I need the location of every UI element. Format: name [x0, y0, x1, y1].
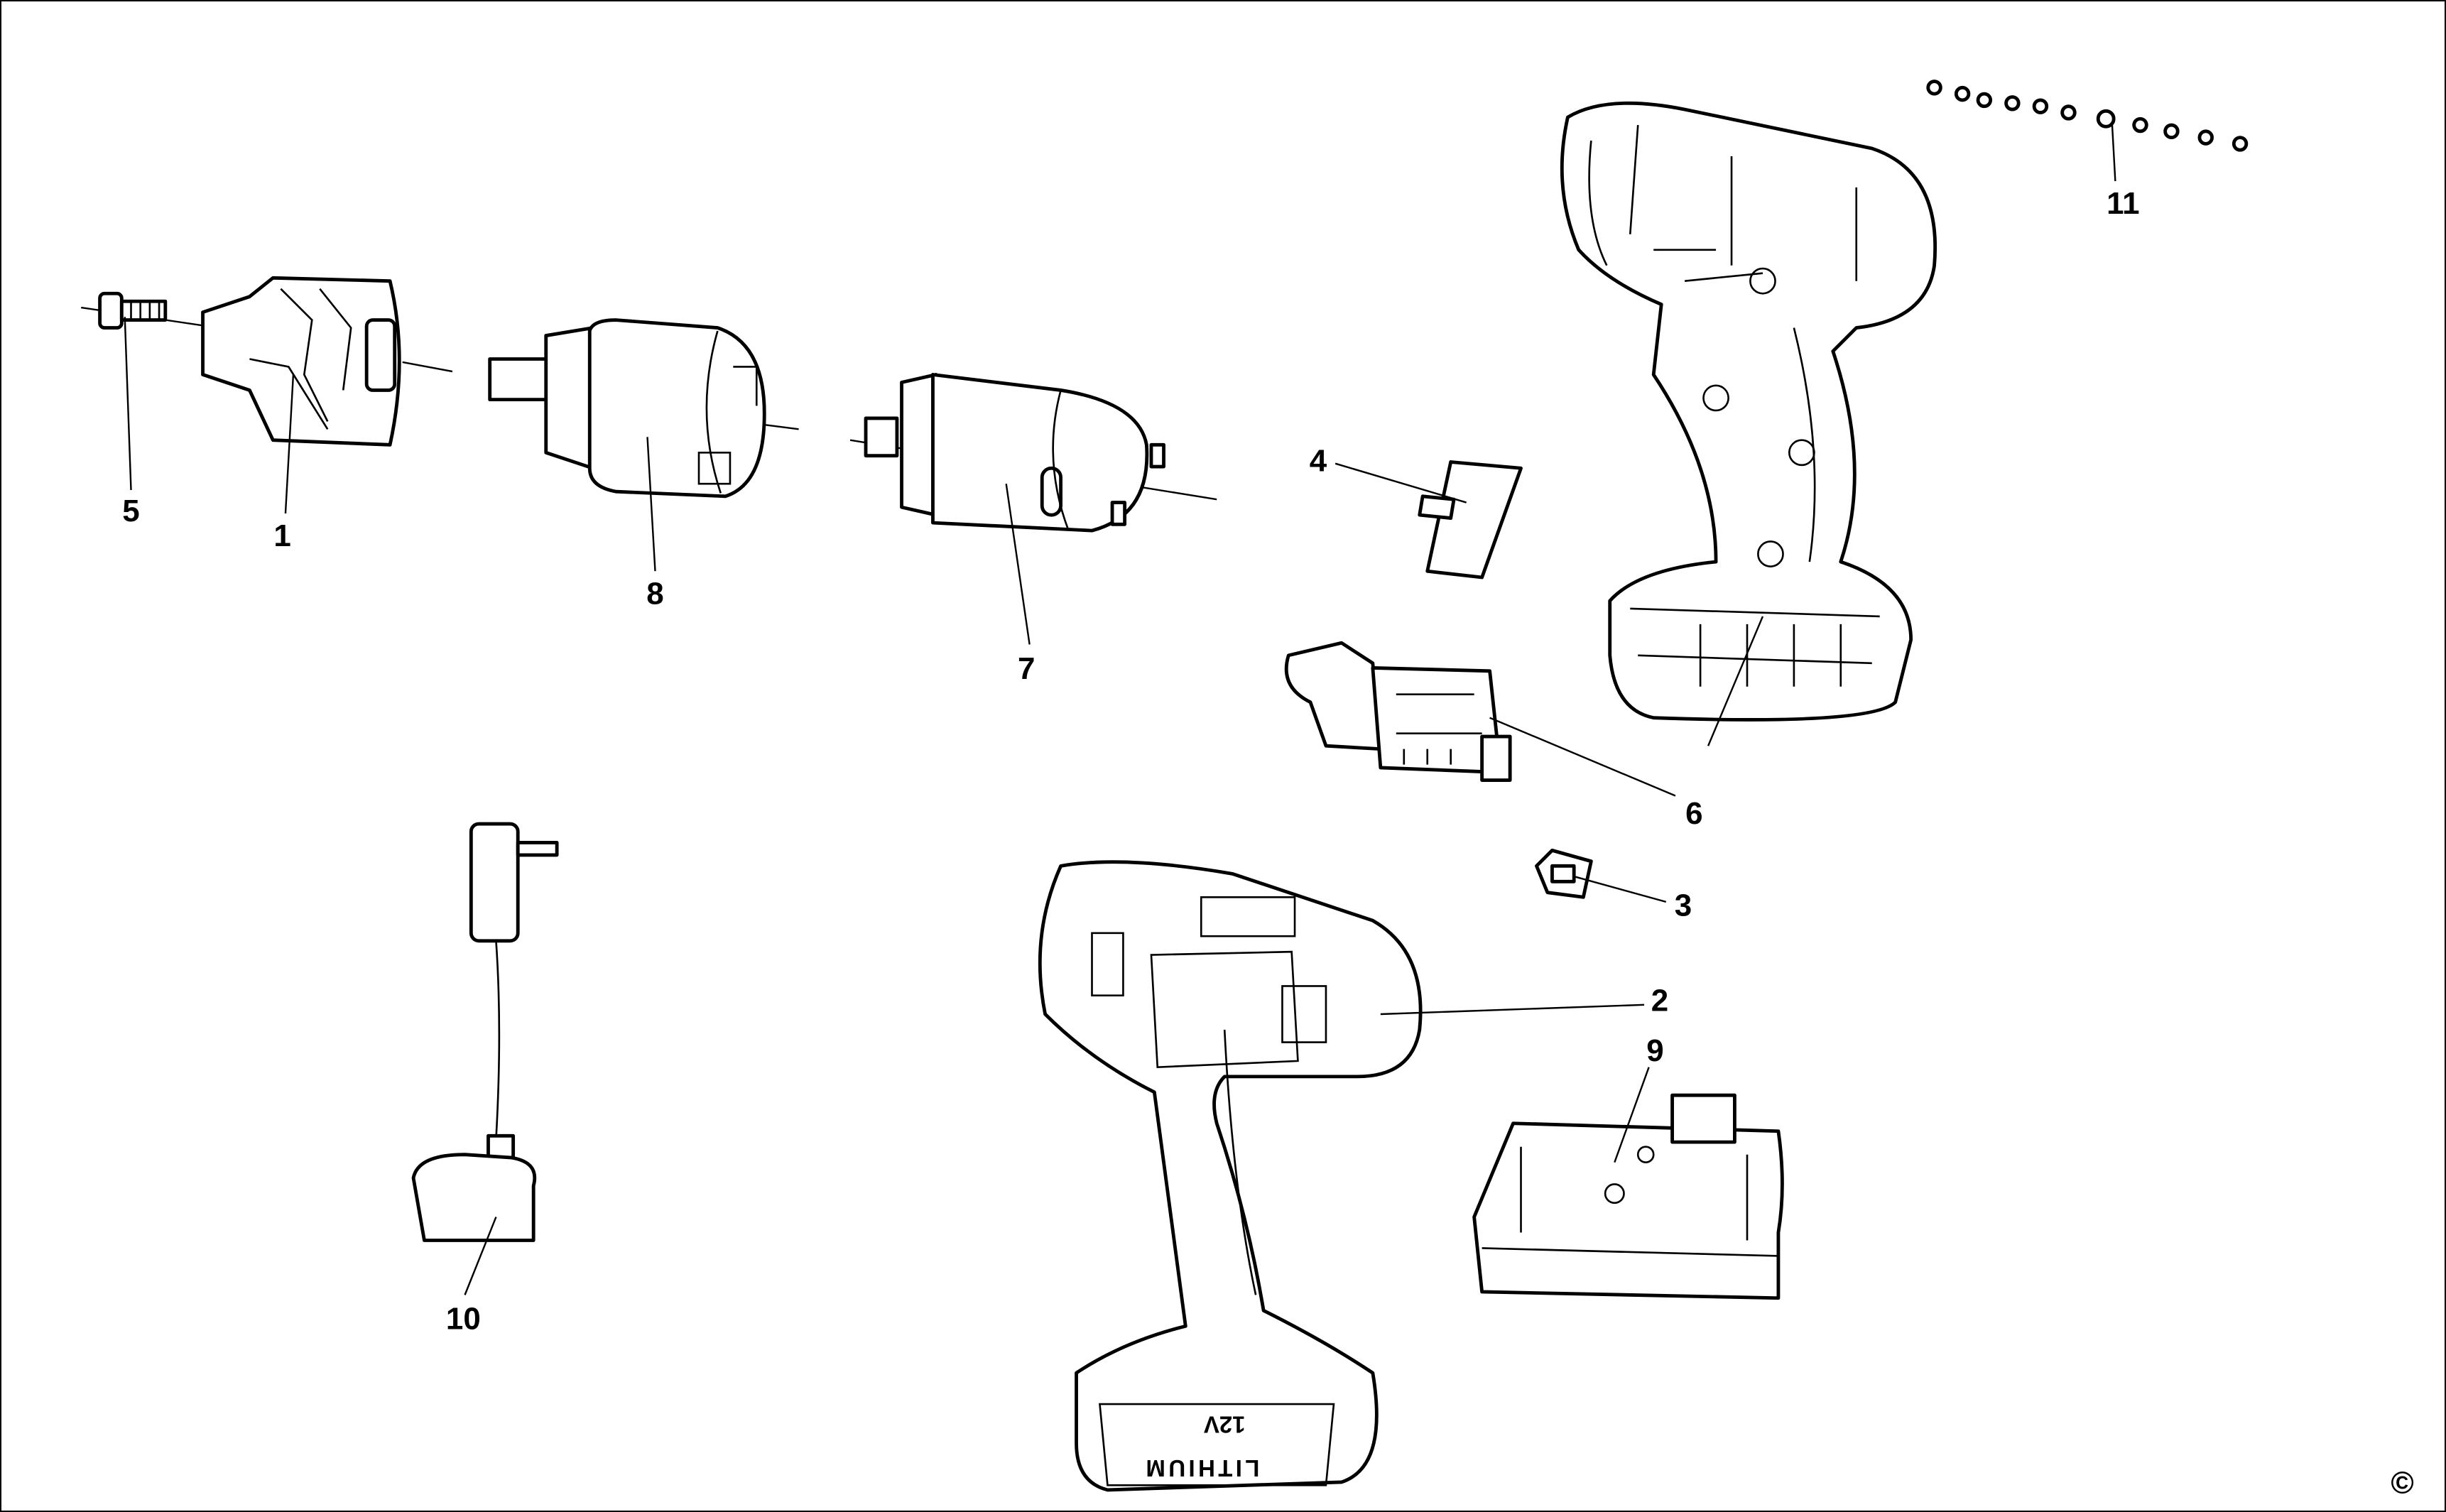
callout-7: 7 — [1018, 651, 1035, 686]
callout-4: 4 — [1310, 444, 1327, 479]
part-6-trigger-switch — [1284, 641, 1512, 782]
callout-11: 11 — [2107, 186, 2139, 221]
callout-3: 3 — [1675, 888, 1692, 923]
part-9-terminal-block — [1472, 1093, 1784, 1300]
callout-10: 10 — [446, 1302, 481, 1337]
callout-8: 8 — [646, 576, 663, 611]
part-1-chuck — [201, 276, 401, 447]
part-callouts: 1 2 3 4 5 6 7 8 9 10 11 © — [122, 186, 2413, 1500]
callout-1: 1 — [273, 518, 290, 553]
part-10-charger — [411, 822, 559, 1242]
copyright-mark: © — [2391, 1465, 2413, 1500]
callout-2: 2 — [1651, 984, 1668, 1018]
callout-6: 6 — [1685, 796, 1702, 831]
callout-5: 5 — [122, 494, 139, 528]
part-2-housing-outer: 12V LITHIUM — [1038, 860, 1423, 1492]
callout-9: 9 — [1646, 1033, 1663, 1068]
part-4-led — [1418, 460, 1523, 580]
part-5-screw — [98, 291, 168, 330]
part-3-direction-switch — [1535, 848, 1593, 899]
battery-type-label: LITHIUM — [1143, 1455, 1259, 1481]
part-8-gearbox — [488, 318, 766, 499]
part-7-motor — [864, 373, 1165, 533]
leader-lines — [124, 124, 2116, 1295]
battery-voltage-label: 12V — [1204, 1412, 1246, 1438]
part-11-screws — [1926, 80, 2249, 152]
housing-half-inner — [1560, 101, 1937, 722]
